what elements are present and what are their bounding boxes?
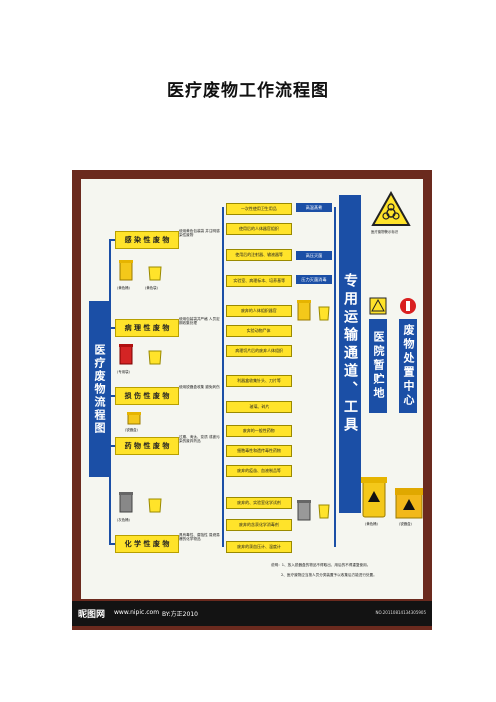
connector-root-trunk [109, 239, 111, 545]
category-sharps: 损 伤 性 废 物 [115, 387, 179, 405]
item-infectious-4: 实验室、病理标本、培养基等 [226, 275, 292, 287]
bin-label-right: (锐器盒) [399, 522, 412, 526]
item-infectious-2: 使用后的人体器官组织 [226, 223, 292, 235]
biohazard-warning-icon [371, 191, 411, 226]
item-pharmaceutical-3: 废弃的疫苗、血液制品等 [226, 465, 292, 477]
connector-root-3 [109, 395, 115, 397]
storage-biohazard-icon [369, 297, 387, 315]
page-title: 医疗废物工作流程图 [167, 81, 329, 101]
red-bin-pathological-icon [119, 344, 133, 365]
category-chemical: 化 学 性 废 物 [115, 535, 179, 553]
item-pathological-3: 病理切片后的废弃人体组织 [226, 345, 292, 357]
yellow-bag-pathological-icon [148, 350, 162, 365]
connector-branch-trunk [222, 207, 224, 547]
category-pathological-note: 使用包装袋并严格 人员定期收集处理 [179, 317, 220, 326]
bin-caption-infectious: (黄色桶) [117, 286, 130, 290]
sharps-caption: (锐器盒) [125, 428, 138, 432]
flowchart-board: 医疗废物流程图 专用运输通道、工具 医院暂贮地 废物处置中心 医疗废物警示标识 [81, 179, 423, 599]
footnote-2: 2、医疗废物应当按人员分类装置予以收集后方能进行处置。 [281, 573, 377, 577]
bag-caption-infectious: (黄色袋) [145, 286, 158, 290]
yellow-sharps-box-large-icon [395, 488, 423, 519]
footer-id: NO.20110814134305905 [375, 610, 426, 615]
footer-logo: 昵图网 [78, 610, 106, 620]
treatment-infectious-3: 高压灭菌 [296, 251, 332, 260]
connector-right-trunk [334, 207, 336, 547]
mid-yellow-bag-icon [318, 306, 330, 321]
sharps-box-icon [127, 412, 141, 425]
yellow-bag-infectious-icon [148, 266, 162, 281]
item-sharps-2: 玻璃、碎片 [226, 401, 292, 413]
mid-gray-bin-icon [297, 500, 311, 521]
category-infectious: 感 染 性 废 物 [115, 231, 179, 249]
category-chemical-note: 具有毒性、腐蚀性 易燃易爆的化学物品 [179, 533, 220, 542]
yellow-bag-chemical-icon [148, 498, 162, 513]
item-chemical-1: 废弃的、实验室化学试剂 [226, 497, 292, 509]
yellow-bin-large-icon [361, 477, 387, 518]
storage-label: 医院暂贮地 [369, 319, 387, 413]
item-sharps-1: 利器盒收集针头、刀片等 [226, 375, 292, 387]
bin-caption-chemical: (灰色桶) [117, 518, 130, 522]
category-pharmaceutical: 药 物 性 废 物 [115, 437, 179, 455]
item-pharmaceutical-2: 细胞毒性和遗传毒性药物 [226, 445, 292, 457]
category-pharmaceutical-note: 过期、淘汰、变质 或被污染的废弃药品 [179, 435, 220, 444]
connector-root-2 [109, 327, 115, 329]
transport-label: 专用运输通道、工具 [339, 195, 361, 513]
connector-root-4 [109, 445, 115, 447]
item-infectious-3: 使用后的注射器、输液器等 [226, 249, 292, 261]
footer-author: BY:方正2010 [162, 611, 198, 618]
connector-root-1 [109, 239, 115, 241]
item-chemical-2: 废弃的含汞化学消毒剂 [226, 519, 292, 531]
treatment-infectious-1: 高温蒸煮 [296, 203, 332, 212]
root-label: 医疗废物流程图 [89, 301, 109, 477]
footer-url: www.nipic.com [114, 609, 160, 616]
bin-label-left: (黄色桶) [365, 522, 378, 526]
item-pharmaceutical-1: 废弃的一般性药物 [226, 425, 292, 437]
item-pathological-2: 实验动物尸体 [226, 325, 292, 337]
poster-frame: 医疗废物流程图 专用运输通道、工具 医院暂贮地 废物处置中心 医疗废物警示标识 [72, 170, 432, 630]
bin-caption-pathological: (专用袋) [117, 370, 130, 374]
category-infectious-note: 使用黄色包装袋 并注明感染性废物 [179, 229, 220, 238]
item-pathological-1: 废弃的人体组织器官 [226, 305, 292, 317]
watermark-footer: 昵图网 www.nipic.com BY:方正2010 NO.201108141… [72, 601, 432, 626]
gray-bin-chemical-icon [119, 492, 133, 513]
footnote-1: 说明：1、放入锐器盒的物品不得取出，用后的不得重复使用。 [271, 563, 371, 567]
connector-root-5 [109, 543, 115, 545]
item-chemical-3: 废弃的汞血压计、温度计 [226, 541, 292, 553]
category-sharps-note: 使用锐器盒收集 避免刺伤 [179, 385, 220, 389]
biohazard-caption: 医疗废物警示标识 [371, 230, 399, 234]
category-pathological: 病 理 性 废 物 [115, 319, 179, 337]
treatment-infectious-4: 压力灭菌消毒 [296, 275, 332, 284]
item-infectious-1: 一次性使用卫生用品 [226, 203, 292, 215]
yellow-bin-infectious-icon [119, 260, 133, 281]
disposal-warning-icon [400, 298, 416, 314]
mid-yellow-bin-icon [297, 300, 311, 321]
disposal-label: 废物处置中心 [399, 319, 417, 413]
mid-yellow-bag-2-icon [318, 504, 330, 519]
